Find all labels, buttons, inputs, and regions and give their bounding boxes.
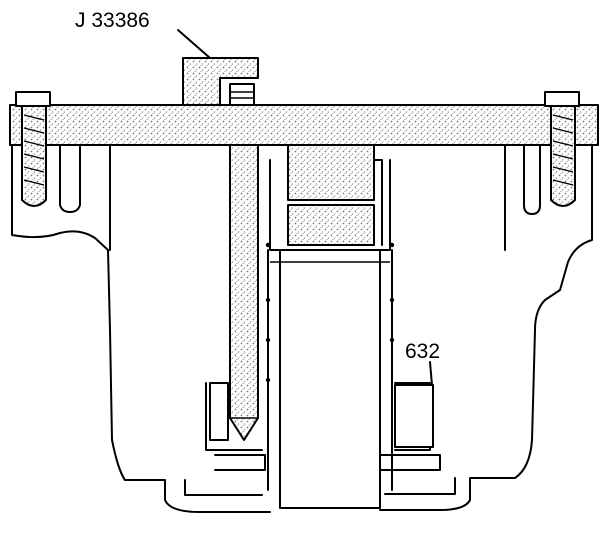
tool-top-block: [182, 57, 259, 106]
part-632-bushing: [394, 384, 434, 448]
housing-left: [11, 144, 271, 513]
tool-crossbar: [9, 104, 599, 146]
part-label: 632: [405, 340, 440, 363]
center-shaft: [265, 159, 395, 509]
locating-pin: [229, 134, 259, 441]
bore-insert: [287, 144, 383, 246]
right-bolt: [544, 91, 580, 207]
left-bolt: [15, 91, 51, 207]
tool-leader-line: [177, 29, 211, 59]
tool-label: J 33386: [75, 9, 150, 32]
part-leader-line: [429, 361, 433, 386]
housing-right: [379, 144, 593, 511]
